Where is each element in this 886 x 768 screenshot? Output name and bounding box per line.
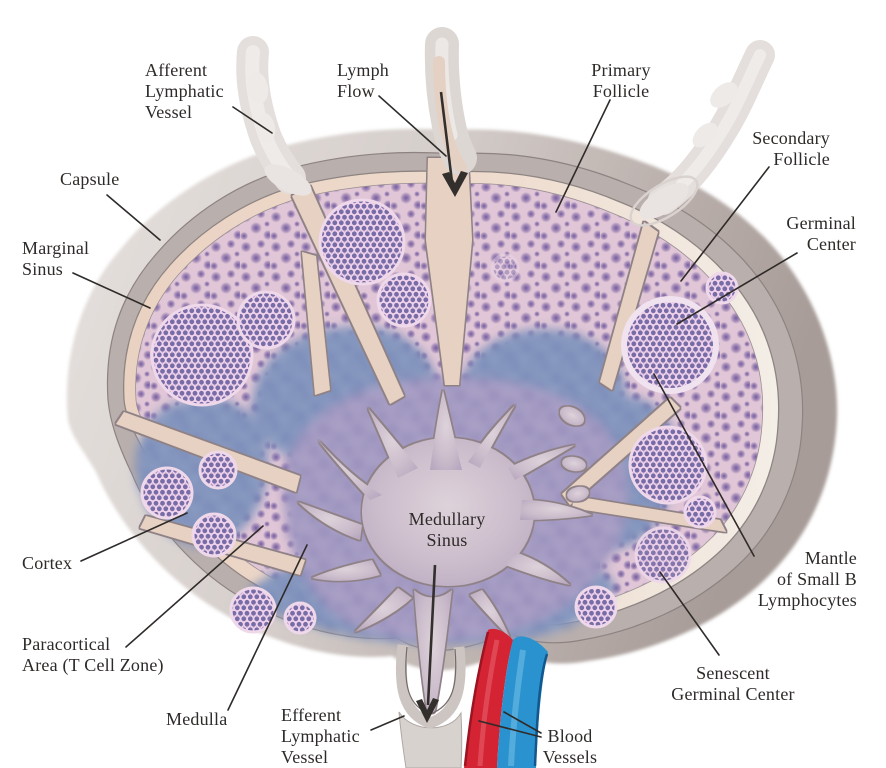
label-germinal-center: Germinal Center [786, 213, 856, 255]
pointer-germinal-center [676, 252, 798, 325]
germinal-center [574, 585, 618, 629]
vein-edge [533, 653, 549, 767]
label-marginal-sinus: Marginal Sinus [22, 238, 90, 280]
vein-highlight [508, 649, 526, 767]
efferent-sinus-column [414, 590, 452, 713]
label-capsule: Capsule [60, 169, 120, 189]
efferent-vessel-cup [395, 644, 466, 729]
label-medulla: Medulla [166, 709, 228, 729]
secondary-follicle-germinal-center [621, 296, 719, 394]
germinal-center [283, 601, 317, 635]
pointer-blood-vessel-artery [478, 720, 542, 738]
pointer-primary-follicle [555, 99, 611, 213]
pointer-efferent-lymphatic-vessel [370, 715, 405, 731]
label-medullary-sinus: Medullary Sinus [408, 509, 486, 551]
germinal-center [683, 495, 717, 529]
pointer-afferent-lymphatic-vessel [232, 106, 273, 134]
label-efferent-lymphatic-vessel: Efferent Lymphatic Vessel [281, 705, 360, 768]
medullary-sinus-region [298, 390, 592, 713]
germinal-center [236, 290, 296, 350]
germinal-centers [140, 198, 739, 635]
pointer-senescent-germinal-center [659, 571, 720, 656]
label-lymph-flow: Lymph Flow [337, 60, 390, 102]
label-cortex: Cortex [22, 553, 73, 573]
label-blood-vessels: Blood Vessels [542, 726, 598, 768]
pointer-capsule [106, 194, 161, 241]
afferent-vessel-right [629, 40, 775, 227]
label-mantle-of-small-b-lymphocytes: Mantle of Small B Lymphocytes [757, 548, 857, 611]
pointer-mantle [653, 373, 755, 557]
germinal-center [705, 271, 739, 305]
pointer-medulla [227, 544, 308, 711]
pointer-paracortical-area [125, 525, 264, 648]
efferent-flow-arrow-icon [416, 564, 439, 723]
label-primary-follicle: Primary Follicle [591, 60, 651, 102]
pointer-secondary-follicle [680, 166, 770, 282]
label-afferent-lymphatic-vessel: Afferent Lymphatic Vessel [145, 60, 224, 123]
germinal-center [628, 425, 708, 505]
pointer-cortex [80, 512, 188, 562]
artery-edge [463, 631, 490, 767]
label-secondary-follicle: Secondary Follicle [752, 128, 830, 170]
senescent-germinal-center-cluster [634, 526, 692, 584]
germinal-center [198, 450, 238, 490]
germinal-center [150, 303, 254, 407]
label-senescent-germinal-center: Senescent Germinal Center [671, 663, 795, 705]
pointer-lines [72, 95, 798, 738]
afferent-vessel-top [424, 27, 477, 175]
pointer-lymph-flow [378, 95, 447, 157]
pointer-marginal-sinus [72, 272, 151, 309]
germinal-center-faint [490, 253, 520, 283]
germinal-center [191, 512, 237, 558]
pointer-blood-vessel-vein [503, 711, 542, 734]
germinal-center [318, 198, 406, 286]
artery-highlight [477, 639, 500, 767]
germinal-center [140, 466, 194, 520]
germinal-center [376, 272, 432, 328]
lymph-flow-arrow-icon [439, 91, 468, 197]
afferent-vessel-left [236, 36, 312, 196]
label-paracortical-area: Paracortical Area (T Cell Zone) [22, 634, 164, 676]
